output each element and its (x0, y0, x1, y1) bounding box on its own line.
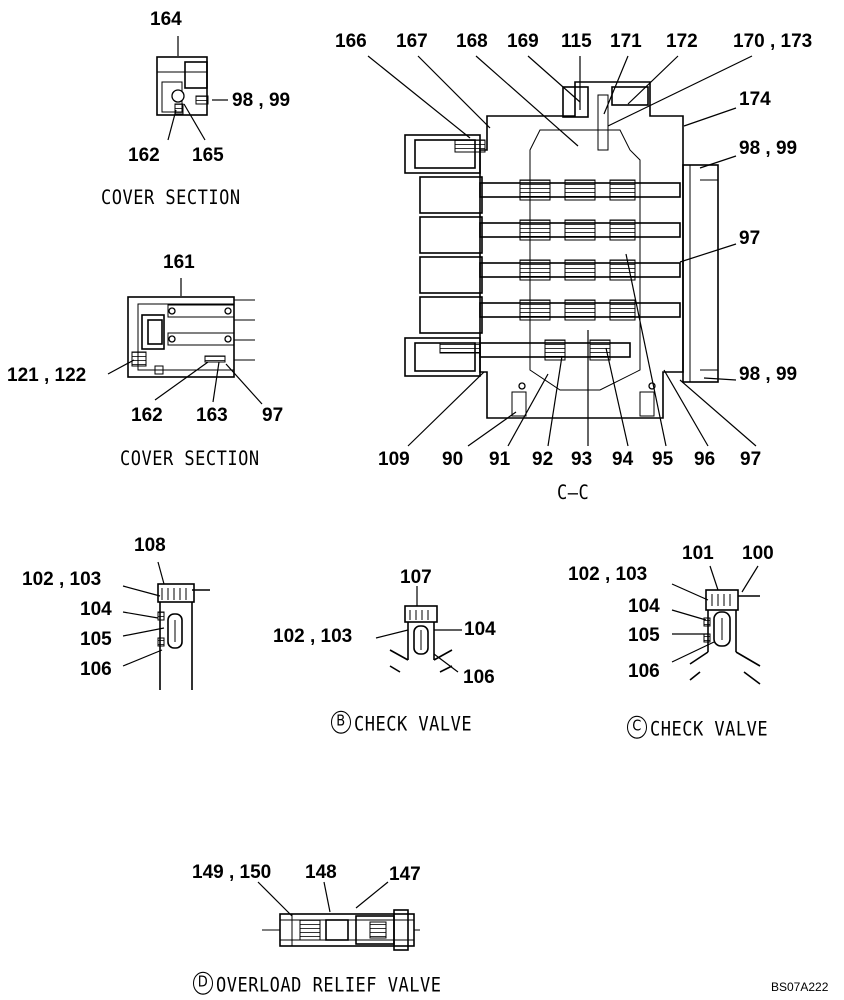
callout-97-cover2: 97 (262, 405, 284, 426)
callout-172: 172 (666, 31, 698, 52)
callout-148: 148 (305, 862, 337, 883)
callout-101: 101 (682, 543, 714, 564)
check-valve-c-leaders (671, 565, 759, 663)
callout-104-valve-c: 104 (628, 596, 660, 617)
callout-102-103-valve-a: 102 , 103 (22, 569, 102, 590)
callout-102-103-valve-c: 102 , 103 (568, 564, 648, 585)
cover-section-2-drawing (127, 296, 255, 378)
callout-149-150: 149 , 150 (192, 862, 272, 883)
callout-98-99-main-top: 98 , 99 (739, 138, 798, 159)
callout-161: 161 (163, 252, 195, 273)
callout-121-122: 121 , 122 (7, 365, 87, 386)
overload-relief-valve-leaders (257, 881, 389, 917)
callout-100: 100 (742, 543, 774, 564)
check-valve-c-label: CHECK VALVE (650, 718, 769, 741)
cover-section-2-leaders (107, 278, 263, 405)
callout-104-valve-b: 104 (464, 619, 496, 640)
callout-165: 165 (192, 145, 224, 166)
callout-92: 92 (532, 449, 554, 470)
check-valve-c-drawing (689, 589, 761, 685)
callout-98-99-main-bottom: 98 , 99 (739, 364, 798, 385)
cover-section-1-leaders (167, 36, 228, 141)
callout-97-main-right: 97 (739, 228, 761, 249)
callout-91: 91 (489, 449, 511, 470)
callout-174: 174 (739, 89, 771, 110)
callout-163: 163 (196, 405, 228, 426)
callout-167: 167 (396, 31, 428, 52)
callout-162-cover1: 162 (128, 145, 160, 166)
callout-90: 90 (442, 449, 464, 470)
callout-170-173: 170 , 173 (733, 31, 813, 52)
callout-107: 107 (400, 567, 432, 588)
callout-105-valve-c: 105 (628, 625, 660, 646)
callout-93: 93 (571, 449, 593, 470)
callout-94: 94 (612, 449, 634, 470)
check-valve-b-leaders (375, 586, 462, 673)
caption-cover-section-1: COVER SECTION (101, 186, 241, 210)
callout-105-valve-a: 105 (80, 629, 112, 650)
callout-166: 166 (335, 31, 367, 52)
callout-95: 95 (652, 449, 674, 470)
callout-106-valve-c: 106 (628, 661, 660, 682)
cover-section-1-drawing (156, 56, 209, 116)
callout-104-valve-a: 104 (80, 599, 112, 620)
callout-164: 164 (150, 9, 182, 30)
main-section-cc-leaders (367, 55, 757, 447)
section-d-marker: D (193, 971, 213, 995)
check-valve-a-drawing (157, 583, 210, 690)
drawing-code: BS07A222 (771, 980, 829, 994)
section-b-marker: B (331, 710, 351, 734)
main-section-cc-drawing (404, 81, 719, 419)
callout-169: 169 (507, 31, 539, 52)
callout-108: 108 (134, 535, 166, 556)
callout-109: 109 (378, 449, 410, 470)
section-c-marker: C (627, 715, 647, 739)
callout-106-valve-a: 106 (80, 659, 112, 680)
check-valve-a-leaders (122, 561, 165, 667)
caption-cover-section-2: COVER SECTION (120, 447, 260, 471)
callout-162-cover2: 162 (131, 405, 163, 426)
callout-98-99-cover1: 98 , 99 (232, 90, 291, 111)
overload-relief-valve-label: OVERLOAD RELIEF VALVE (216, 974, 442, 997)
check-valve-b-drawing (389, 605, 453, 673)
callout-96: 96 (694, 449, 716, 470)
callout-168: 168 (456, 31, 488, 52)
check-valve-b-label: CHECK VALVE (354, 713, 473, 736)
callout-147: 147 (389, 864, 421, 885)
caption-section-cc: C–C (557, 481, 590, 505)
callout-102-103-valve-b: 102 , 103 (273, 626, 353, 647)
overload-relief-valve-drawing (262, 909, 420, 951)
callout-106-valve-b: 106 (463, 667, 495, 688)
callout-115: 115 (561, 31, 592, 52)
callout-97-main-bottom: 97 (740, 449, 762, 470)
callout-171: 171 (610, 31, 642, 52)
